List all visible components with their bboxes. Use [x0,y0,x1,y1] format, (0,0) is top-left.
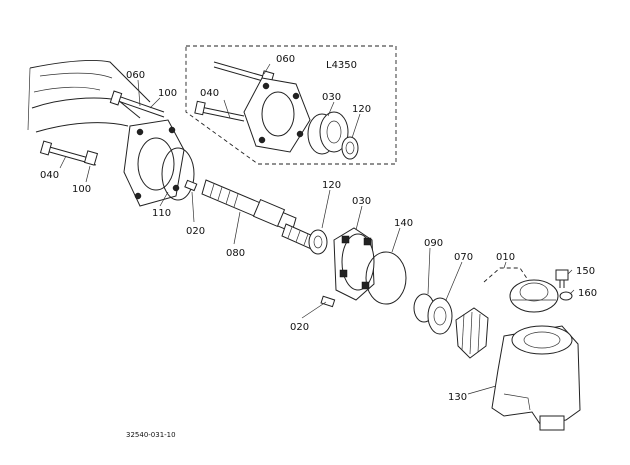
gear-case-130 [491,325,581,431]
callout-060: 060 [126,70,145,81]
variant-label: L4350 [326,60,357,71]
callout-090: 090 [424,238,443,249]
pin-020-bottom [320,295,336,308]
callout-070: 070 [454,252,473,263]
shaft-080 [201,179,323,253]
bolt-040 [39,140,99,166]
bevel-gear-010 [509,279,559,313]
o-ring-140 [365,251,407,305]
bearing-070 [427,297,453,335]
inset-oil-seal-120 [341,136,359,160]
callout-030: 030 [352,196,371,207]
drawing-code: 32540-031-10 [126,431,176,439]
washer-160 [559,291,573,301]
oil-seal-120 [308,229,328,255]
bevel-gear-pinion [455,307,489,359]
callout-120: 120 [352,104,371,115]
inset-bearing-030 [307,111,349,155]
callout-060: 060 [276,54,295,65]
callout-100: 100 [158,88,177,99]
callout-150: 150 [576,266,595,277]
bolt-060 [109,90,165,118]
callout-110: 110 [152,208,171,219]
callout-020: 020 [290,322,309,333]
callout-080: 080 [226,248,245,259]
variant-l4350-box: L4350 [185,45,397,165]
callout-100: 100 [72,184,91,195]
bolt-150 [555,269,569,288]
inset-flange-plate [243,77,311,153]
leader-lines [59,63,575,395]
pin-020-left [184,179,198,192]
callout-020: 020 [186,226,205,237]
callout-040: 040 [40,170,59,181]
callout-030: 030 [322,92,341,103]
callout-130: 130 [448,392,467,403]
o-ring-110 [161,147,195,201]
flange-housing [123,119,185,207]
callout-040: 040 [200,88,219,99]
callout-010: 010 [496,252,515,263]
callout-labels: 060 100 040 100 110 020 080 040 060 030 … [40,54,597,403]
callout-120: 120 [322,180,341,191]
callout-140: 140 [394,218,413,229]
callout-160: 160 [578,288,597,299]
inset-bolt-040 [194,100,245,122]
